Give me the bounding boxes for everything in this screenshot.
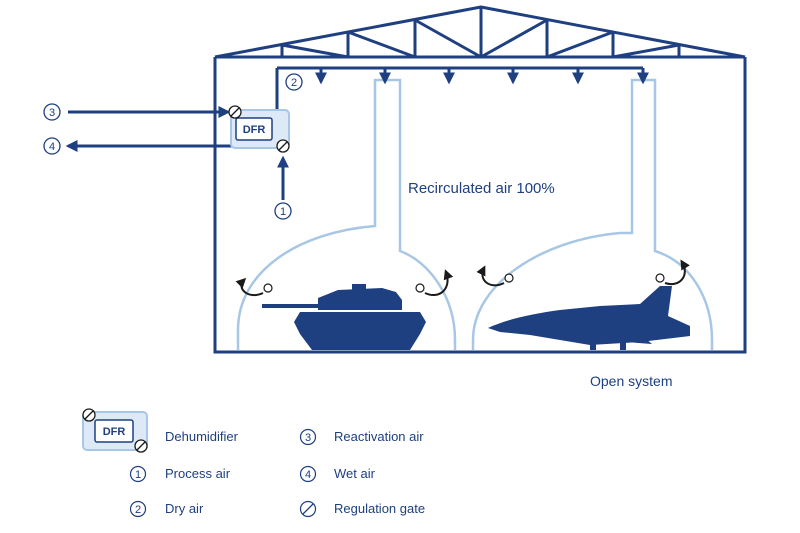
legend-regulation-gate-label: Regulation gate: [334, 501, 425, 516]
tank-silhouette-icon: [262, 284, 426, 350]
legend-wet-air-label: Wet air: [334, 466, 376, 481]
legend-dry-air-label: Dry air: [165, 501, 204, 516]
flow-number-2: 2: [285, 73, 303, 91]
system-type-label: Open system: [590, 373, 672, 389]
legend-regulation-gate-icon: [299, 500, 317, 518]
recirculated-air-label: Recirculated air 100%: [408, 180, 555, 197]
legend-number-2: [129, 500, 147, 518]
regulation-gate-icon: [276, 139, 290, 153]
svg-text:4: 4: [305, 469, 311, 481]
air-lines: [65, 106, 289, 200]
svg-text:3: 3: [305, 432, 311, 444]
dfr-label: DFR: [243, 124, 266, 136]
svg-text:DFR: DFR: [103, 426, 126, 438]
regulation-gate-icon: [228, 105, 242, 119]
legend-dehumidifier-symbol: DFR: [82, 408, 148, 453]
legend-number-3: [299, 428, 317, 446]
legend-reactivation-air-label: Reactivation air: [334, 429, 424, 444]
left-recirculation-zone: [236, 78, 457, 350]
svg-text:1: 1: [280, 206, 286, 218]
legend-dehumidifier-label: Dehumidifier: [165, 429, 239, 444]
dehumidifier-unit: DFR: [228, 105, 290, 153]
legend-number-1: [129, 465, 147, 483]
svg-text:3: 3: [49, 107, 55, 119]
svg-text:4: 4: [49, 141, 55, 153]
flow-number-3: 3: [43, 103, 61, 121]
legend-process-air-label: Process air: [165, 466, 231, 481]
recirculation-zones: [236, 78, 714, 350]
roof-truss: [214, 5, 746, 59]
right-recirculation-zone: [471, 78, 714, 350]
legend-number-4: [299, 465, 317, 483]
flow-number-1: 1: [274, 202, 292, 220]
svg-text:1: 1: [135, 469, 141, 481]
hangar-building: [213, 57, 747, 354]
svg-text:2: 2: [135, 504, 141, 516]
circulation-fans: [235, 259, 690, 297]
jet-silhouette-icon: [488, 286, 690, 350]
dry-air-duct: [275, 66, 649, 110]
svg-text:2: 2: [291, 77, 297, 89]
flow-number-4: 4: [43, 137, 61, 155]
legend: DFR Dehumidifier 1 Process air 2 Dry air…: [82, 408, 425, 518]
